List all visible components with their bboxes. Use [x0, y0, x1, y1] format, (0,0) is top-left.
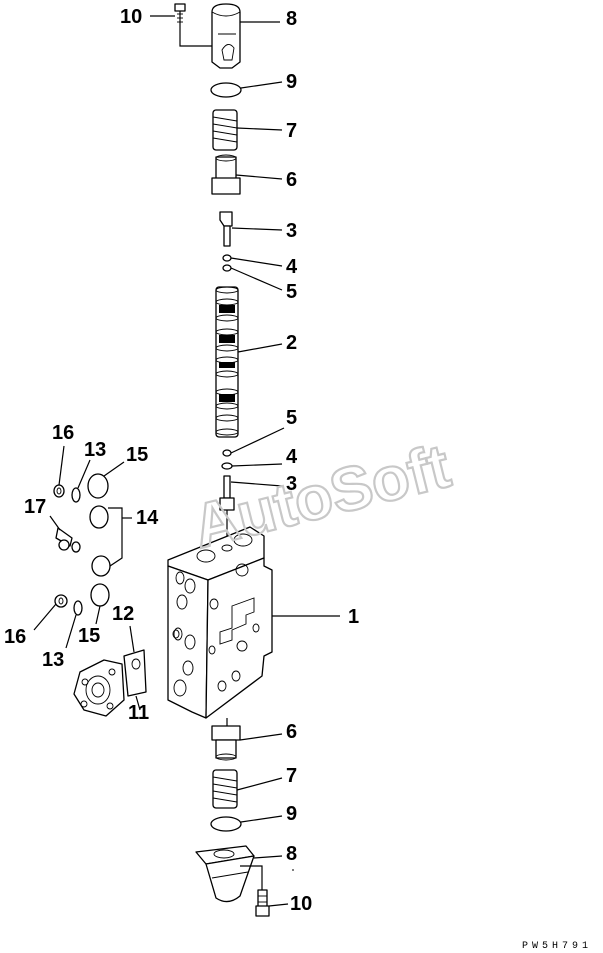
callout-7-top: 7 [286, 120, 297, 142]
part-ring-small-5-mid [222, 449, 232, 457]
callout-2: 2 [286, 332, 297, 354]
part-plug-17 [55, 527, 81, 553]
part-bolt-bot [240, 865, 270, 917]
leader-lines [33, 15, 340, 907]
part-cover-bot [195, 845, 255, 903]
part-pin-top [219, 211, 233, 247]
callout-3-mid: 3 [286, 473, 297, 495]
part-oring-15-top [87, 473, 109, 499]
part-oring-15-bot [90, 583, 110, 607]
callout-11: 11 [128, 702, 149, 724]
part-oring-14-b [91, 555, 111, 577]
part-valve-11 [73, 659, 125, 717]
callout-3-top: 3 [286, 220, 297, 242]
callout-9-bot: 9 [286, 803, 297, 825]
callout-15-top: 15 [126, 444, 148, 466]
part-valve-body [167, 526, 273, 719]
part-retainer-top [211, 154, 241, 195]
callout-8-bot: 8 [286, 843, 297, 865]
callout-4-mid: 4 [286, 446, 298, 468]
part-oring-13-bot [73, 600, 83, 616]
callout-7-bot: 7 [286, 765, 297, 787]
callout-5-top: 5 [286, 281, 297, 303]
part-spool [215, 286, 239, 438]
part-gasket-12 [123, 649, 147, 697]
callout-10-bot: 10 [290, 893, 312, 915]
callout-14: 14 [136, 507, 159, 529]
callout-13-bot: 13 [42, 649, 64, 671]
part-oring-13-top [71, 487, 81, 503]
callout-5-mid: 5 [286, 407, 297, 429]
part-oring-top [210, 82, 242, 98]
callout-10-top: 10 [120, 6, 142, 28]
callout-13-top: 13 [84, 439, 106, 461]
callout-4-top: 4 [286, 256, 298, 278]
callout-8-top: 8 [286, 8, 297, 30]
part-spring-bot [212, 769, 238, 809]
callout-numbers: 10 8 9 7 6 3 4 5 2 5 4 3 16 13 15 17 14 … [4, 6, 359, 915]
callout-17: 17 [24, 496, 46, 518]
part-ring-small-4-mid [221, 462, 233, 470]
part-oring-14-a [89, 505, 109, 529]
callout-15-bot: 15 [78, 625, 100, 647]
drawing-code: PW5H791 [522, 941, 592, 952]
part-washer-16-bot [54, 594, 68, 608]
part-pin-mid [219, 475, 235, 540]
part-oring-bot [210, 816, 242, 832]
callout-12: 12 [112, 603, 134, 625]
callout-9-top: 9 [286, 71, 297, 93]
callout-1: 1 [348, 606, 359, 628]
callout-16-top: 16 [52, 422, 74, 444]
callout-16-bot: 16 [4, 626, 26, 648]
part-ring-small-5-top [222, 264, 232, 272]
part-spring-top [212, 109, 238, 151]
callout-6-top: 6 [286, 169, 297, 191]
part-washer-16-top [53, 484, 65, 498]
part-ring-small-4-top [222, 254, 232, 262]
part-cover-top [211, 3, 241, 69]
callout-6-bot: 6 [286, 721, 297, 743]
part-retainer-bot [211, 718, 241, 761]
